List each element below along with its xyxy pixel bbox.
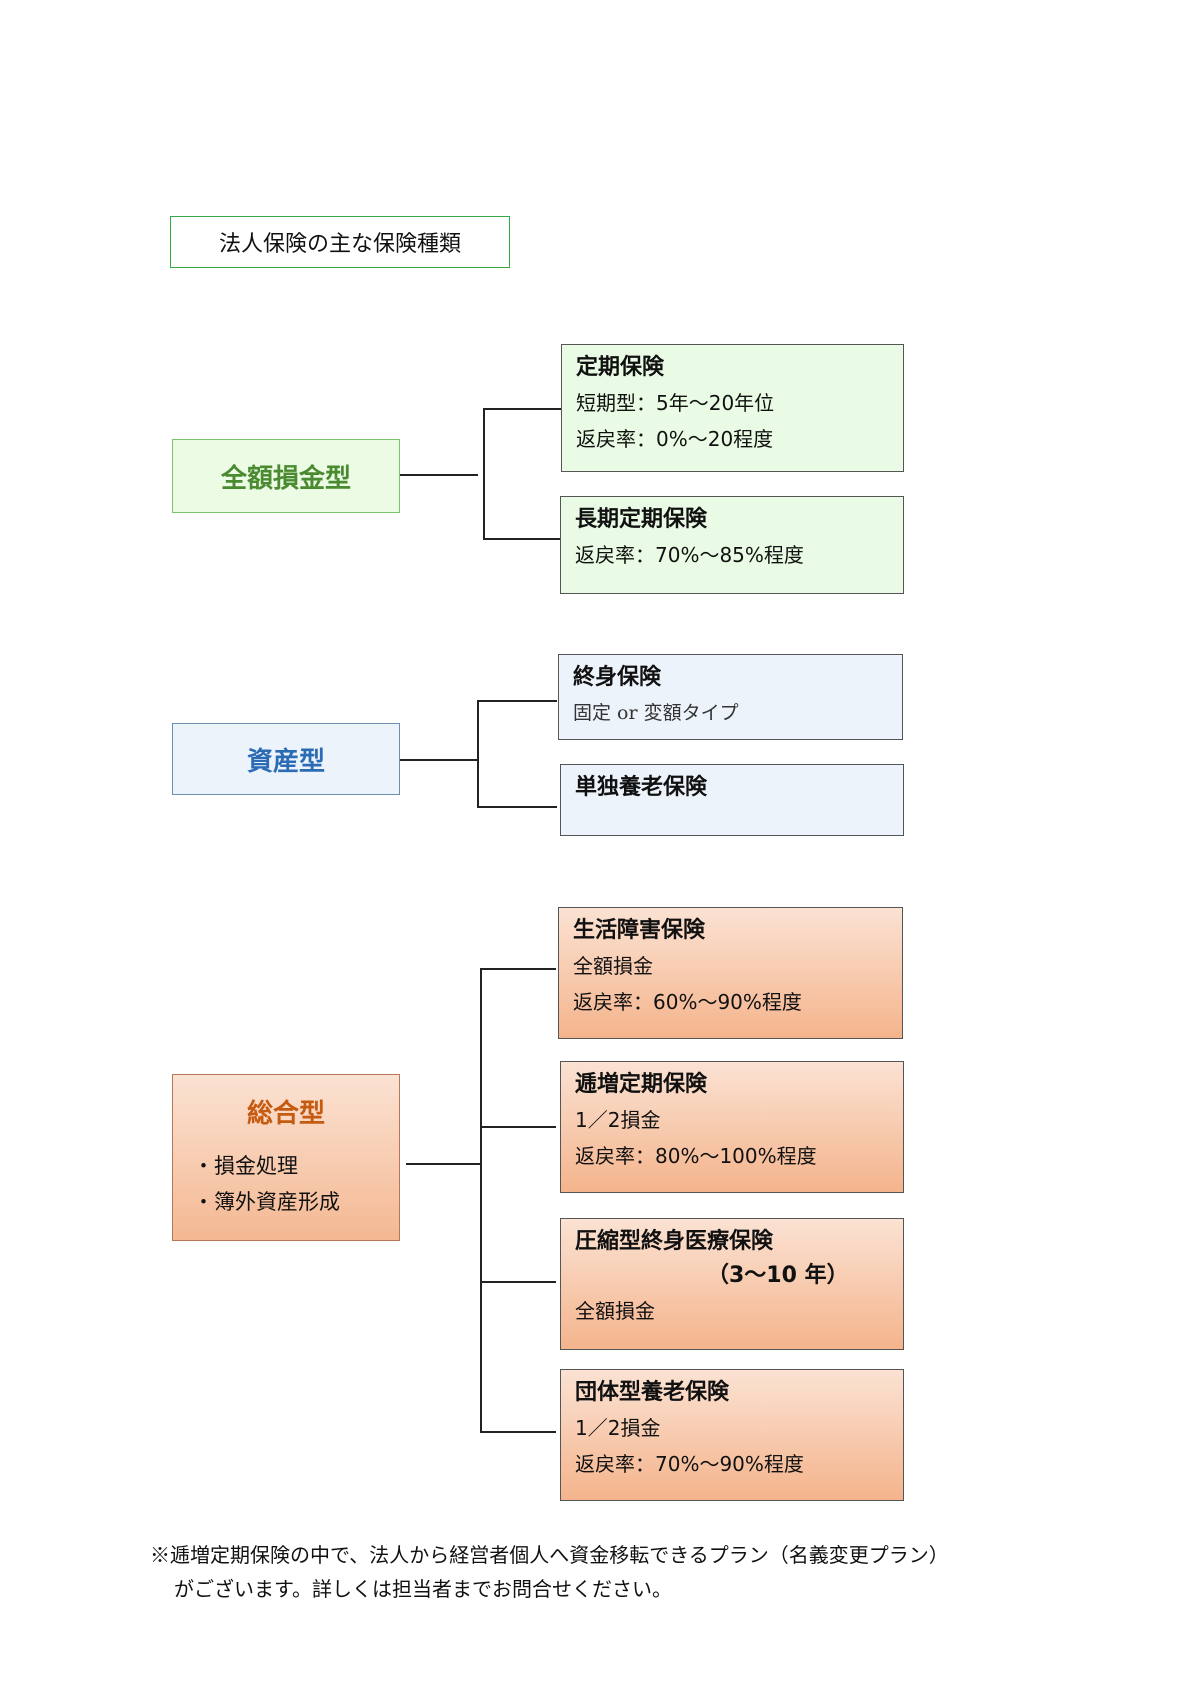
connector-line: [483, 408, 561, 410]
connector-line: [400, 474, 478, 476]
item-detail: 返戻率：60%～90%程度: [573, 990, 802, 1014]
item-title: 団体型養老保険: [575, 1380, 730, 1405]
connector-line: [400, 759, 478, 761]
note-item: 損金処理: [193, 1148, 340, 1184]
item-title: 単独養老保険: [575, 775, 708, 800]
page-title: 法人保険の主な保険種類: [170, 216, 510, 268]
connector-line: [480, 1281, 556, 1283]
connector-line: [480, 968, 556, 970]
category-notes: 損金処理 簿外資産形成: [193, 1148, 340, 1220]
item-title: 逓増定期保険: [575, 1072, 708, 1097]
category-full-deduction: 全額損金型: [172, 439, 400, 513]
item-increasing-term-insurance: 逓増定期保険 1／2損金 返戻率：80%～100%程度: [560, 1061, 904, 1193]
connector-line: [483, 408, 485, 539]
item-title: 定期保険: [576, 355, 665, 380]
connector-line: [406, 1163, 480, 1165]
item-disability-insurance: 生活障害保険 全額損金 返戻率：60%～90%程度: [558, 907, 903, 1039]
item-detail: 返戻率：0%～20程度: [576, 427, 774, 451]
item-endowment-insurance: 単独養老保険: [560, 764, 904, 836]
footnote-line: がございます。詳しくは担当者までお問合せください。: [174, 1577, 672, 1601]
category-title: 総合型: [246, 1099, 325, 1129]
item-detail: 返戻率：70%～85%程度: [575, 543, 804, 567]
item-title: 長期定期保険: [575, 507, 708, 532]
page-title-text: 法人保険の主な保険種類: [218, 232, 461, 257]
item-title: 終身保険: [573, 665, 662, 690]
item-detail: 返戻率：80%～100%程度: [575, 1144, 817, 1168]
connector-line: [480, 1431, 556, 1433]
footnote: ※逓増定期保険の中で、法人から経営者個人へ資金移転できるプラン（名義変更プラン）…: [150, 1538, 1050, 1606]
category-asset: 資産型: [172, 723, 400, 795]
item-subtitle: （3～10 年）: [707, 1263, 849, 1288]
item-detail: 全額損金: [575, 1299, 655, 1323]
item-detail: 1／2損金: [575, 1108, 661, 1132]
category-comprehensive: 総合型 損金処理 簿外資産形成: [172, 1074, 400, 1241]
item-detail: 固定 or 変額タイプ: [573, 702, 739, 724]
category-title: 資産型: [246, 746, 325, 777]
connector-line: [483, 538, 561, 540]
category-title: 全額損金型: [220, 463, 351, 494]
connector-line: [477, 700, 479, 807]
item-compressed-medical-insurance: 圧縮型終身医療保険 （3～10 年） 全額損金: [560, 1218, 904, 1350]
item-title: 生活障害保険: [573, 918, 706, 943]
item-long-term-insurance: 長期定期保険 返戻率：70%～85%程度: [560, 496, 904, 594]
connector-line: [477, 700, 557, 702]
item-detail: 1／2損金: [575, 1416, 661, 1440]
item-term-insurance: 定期保険 短期型：5年～20年位 返戻率：0%～20程度: [561, 344, 904, 472]
connector-line: [480, 968, 482, 1431]
item-whole-life-insurance: 終身保険 固定 or 変額タイプ: [558, 654, 903, 740]
item-detail: 短期型：5年～20年位: [576, 391, 775, 415]
footnote-line: ※逓増定期保険の中で、法人から経営者個人へ資金移転できるプラン（名義変更プラン）: [150, 1543, 949, 1567]
connector-line: [480, 1126, 556, 1128]
item-group-endowment-insurance: 団体型養老保険 1／2損金 返戻率：70%～90%程度: [560, 1369, 904, 1501]
item-detail: 返戻率：70%～90%程度: [575, 1452, 804, 1476]
note-item: 簿外資産形成: [193, 1184, 340, 1220]
item-title: 圧縮型終身医療保険: [575, 1229, 774, 1254]
connector-line: [477, 806, 557, 808]
item-detail: 全額損金: [573, 954, 653, 978]
